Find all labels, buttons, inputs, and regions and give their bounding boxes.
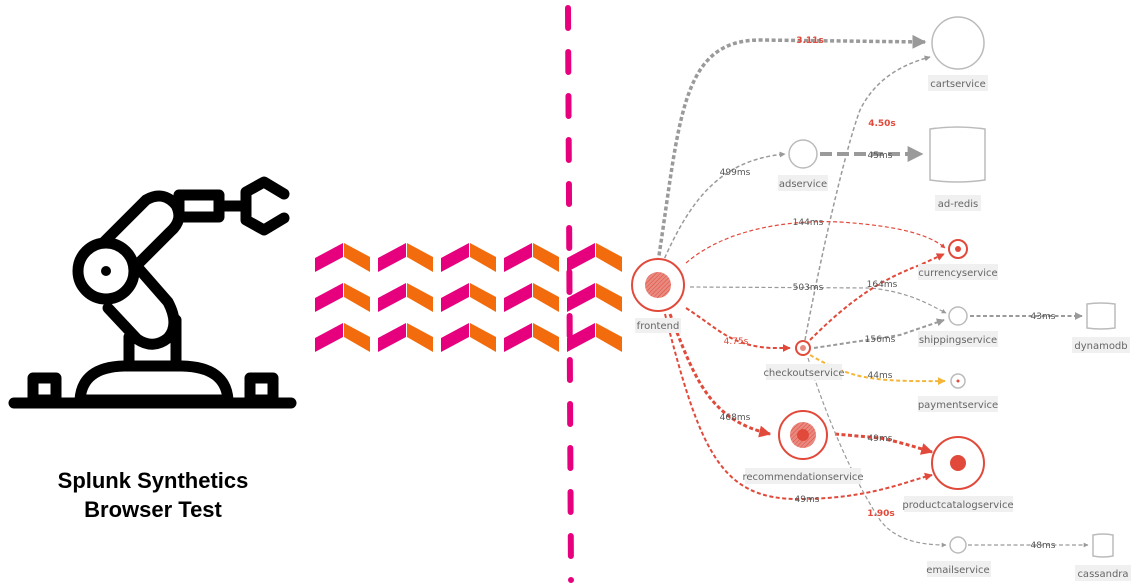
- edge-label: 144ms: [793, 218, 824, 228]
- edge-label: 49ms: [868, 434, 893, 444]
- node-shippingservice[interactable]: shippingservice: [918, 306, 998, 347]
- edge-label: 499ms: [720, 168, 751, 178]
- edge-frontend-cartservice[interactable]: [656, 34, 927, 263]
- edge-label: 49ms: [795, 495, 820, 505]
- svg-text:productcatalogservice: productcatalogservice: [902, 500, 1013, 511]
- node-cartservice[interactable]: cartservice: [928, 16, 988, 91]
- svg-text:checkoutservice: checkoutservice: [763, 368, 844, 379]
- chevron-up-icon: [315, 243, 370, 272]
- caption-line-2: Browser Test: [84, 497, 222, 522]
- edge-checkout-shipping[interactable]: [813, 318, 945, 349]
- edge-label: 156ms: [865, 335, 896, 345]
- node-frontend[interactable]: frontend: [631, 258, 685, 333]
- edge-label: 1.90s: [867, 509, 895, 519]
- svg-text:currencyservice: currencyservice: [918, 268, 997, 279]
- node-ad-redis[interactable]: ad-redis: [929, 126, 986, 211]
- caption-line-1: Splunk Synthetics: [57, 468, 249, 493]
- edge-label: 44ms: [868, 371, 893, 381]
- edge-label: 503ms: [793, 283, 824, 293]
- edge-label: 43ms: [1031, 312, 1056, 322]
- edge-label: 48ms: [1031, 541, 1056, 551]
- edge-frontend-recommendation[interactable]: [668, 313, 772, 438]
- svg-text:recommendationservice: recommendationservice: [742, 472, 863, 483]
- edge-label: 468ms: [720, 413, 751, 423]
- edge-frontend-shipping[interactable]: [689, 286, 947, 314]
- node-productcatalogservice[interactable]: productcatalogservice: [902, 436, 1014, 512]
- svg-text:cassandra: cassandra: [1077, 569, 1128, 580]
- node-adservice[interactable]: adservice: [778, 139, 828, 191]
- divider-line: [565, 5, 574, 583]
- edge-frontend-productcatalog[interactable]: [664, 313, 933, 501]
- edge-checkout-payment[interactable]: [809, 354, 946, 386]
- edge-recommendation-productcatalog[interactable]: [834, 432, 934, 455]
- edge-frontend-checkout[interactable]: [685, 307, 791, 352]
- edge-label: 4.50s: [868, 119, 896, 129]
- svg-text:frontend: frontend: [637, 321, 680, 332]
- node-dynamodb[interactable]: dynamodb: [1072, 302, 1130, 353]
- svg-text:cartservice: cartservice: [930, 79, 985, 90]
- robotic-arm-icon: [8, 176, 297, 409]
- edge-checkout-cartservice[interactable]: [804, 55, 931, 341]
- svg-text:paymentservice: paymentservice: [918, 400, 998, 411]
- svg-text:emailservice: emailservice: [926, 565, 989, 576]
- svg-text:ad-redis: ad-redis: [938, 199, 978, 210]
- edge-checkout-currency[interactable]: [809, 253, 945, 341]
- node-checkoutservice[interactable]: checkoutservice: [763, 340, 845, 380]
- edge-label: 164ms: [867, 280, 898, 290]
- node-currencyservice[interactable]: currencyservice: [918, 239, 998, 280]
- edge-label: 3.11s: [796, 36, 824, 46]
- edge-label: 4.75s: [724, 337, 749, 347]
- caption: Splunk Synthetics Browser Test: [0, 466, 306, 524]
- node-cassandra[interactable]: cassandra: [1075, 533, 1131, 581]
- svg-text:shippingservice: shippingservice: [919, 335, 997, 346]
- node-paymentservice[interactable]: paymentservice: [918, 373, 998, 412]
- edge-checkout-email[interactable]: [807, 357, 947, 548]
- edge-frontend-currency[interactable]: [685, 221, 946, 264]
- edge-frontend-adservice[interactable]: [661, 151, 786, 265]
- chevron-row-group: [315, 243, 622, 352]
- edge-label: 45ms: [868, 151, 893, 161]
- node-recommendationservice[interactable]: recommendationservice: [742, 410, 864, 484]
- svg-text:adservice: adservice: [779, 179, 827, 190]
- node-emailservice[interactable]: emailservice: [926, 536, 991, 577]
- svg-text:dynamodb: dynamodb: [1074, 341, 1127, 352]
